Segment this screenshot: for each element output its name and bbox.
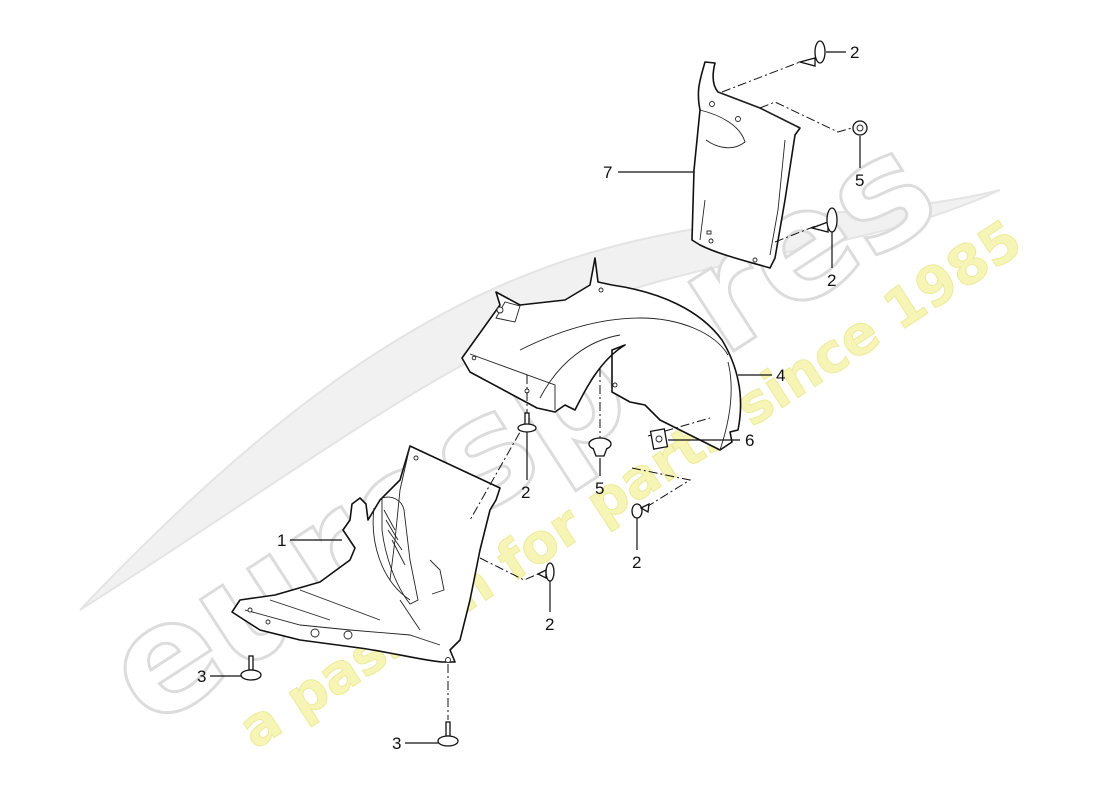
assembly-lines (447, 61, 853, 720)
callouts: 2 5 7 2 4 2 5 6 2 2 1 3 3 (197, 43, 864, 753)
fastener-screw-top[interactable] (797, 40, 826, 67)
fastener-clip-nut[interactable] (649, 428, 669, 450)
fastener-bolt-bottom[interactable] (437, 721, 459, 747)
fastener-bolt-left[interactable] (240, 655, 262, 681)
watermark: eurospares a passion for parts since 198… (73, 96, 1033, 761)
callout-2-mid[interactable]: 2 (521, 483, 530, 502)
callout-5-mid[interactable]: 5 (595, 479, 604, 498)
callout-1[interactable]: 1 (277, 531, 286, 550)
fastener-screw-lower-right[interactable] (631, 502, 650, 519)
part-7-trim-panel[interactable] (691, 61, 801, 269)
callout-2-right[interactable]: 2 (827, 271, 836, 290)
callout-2-lower-right[interactable]: 2 (632, 553, 641, 572)
callout-2-top[interactable]: 2 (850, 43, 859, 62)
callout-3-left[interactable]: 3 (197, 667, 206, 686)
fastener-nut-top[interactable] (852, 120, 868, 136)
callout-2-lower[interactable]: 2 (545, 615, 554, 634)
part-1-front-liner[interactable] (231, 445, 501, 663)
leader-lines (210, 51, 861, 744)
part-4-wheel-arch-liner[interactable] (461, 257, 742, 451)
callout-6[interactable]: 6 (745, 431, 754, 450)
callout-4[interactable]: 4 (776, 366, 785, 385)
callout-5-top[interactable]: 5 (855, 171, 864, 190)
fastener-grommet-mid[interactable] (588, 437, 612, 457)
watermark-swoosh (79, 189, 1001, 611)
callout-3-bottom[interactable]: 3 (392, 734, 401, 753)
callout-7[interactable]: 7 (603, 163, 612, 182)
